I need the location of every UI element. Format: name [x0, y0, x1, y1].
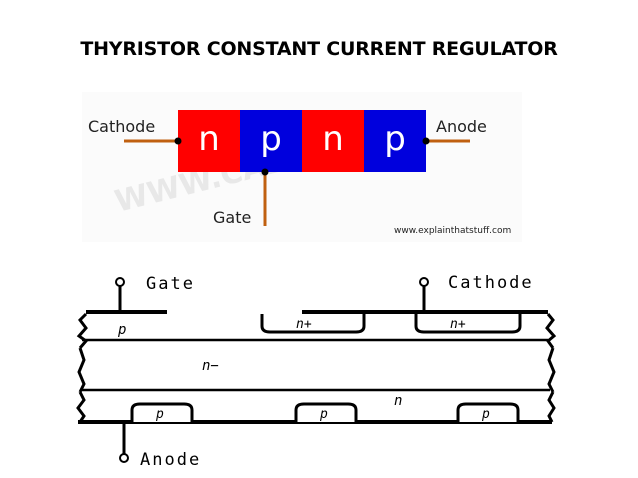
layer-n-2 [302, 110, 364, 172]
layer-p-1 [240, 110, 302, 172]
layer-p-2 [364, 110, 426, 172]
credit-text: www.explainthatstuff.com [394, 226, 511, 236]
anode-label: Anode [436, 117, 487, 136]
p-well-bottom-2 [294, 402, 358, 422]
cathode-label: Cathode [88, 117, 155, 136]
gate-terminal-ring [115, 277, 125, 287]
npnp-diagram: WWW.CAD n p n p Cathode Anode Gate www.e… [82, 92, 522, 242]
n-plus-well-2 [414, 314, 522, 334]
gate-label: Gate [213, 208, 251, 227]
right-edge-middle [547, 347, 556, 393]
left-edge-middle [77, 347, 86, 393]
n-plus-well-1 [260, 314, 366, 334]
p-region-label: p [117, 322, 126, 338]
n-plus-label-2: n+ [450, 317, 466, 332]
gate-terminal-label: Gate [146, 274, 195, 294]
layer-letter-1: n [198, 119, 220, 159]
cathode-dot [174, 137, 182, 145]
layer-letter-3: n [322, 119, 344, 159]
p-bottom-label-3: p [481, 407, 490, 422]
p-bottom-label-2: p [319, 407, 328, 422]
cross-section-labels: Gate Cathode Anode p n+ n+ n− n p p p [117, 273, 534, 470]
cathode-terminal-label: Cathode [448, 273, 534, 293]
left-edge-upper [76, 312, 89, 349]
p-bottom-label-1: p [155, 407, 164, 422]
anode-dot [422, 137, 430, 145]
n-plus-label-1: n+ [296, 317, 312, 332]
n-region-label: n [394, 393, 402, 409]
p-well-bottom-1 [130, 402, 194, 422]
layer-letter-2: p [260, 119, 282, 159]
slide-title: THYRISTOR CONSTANT CURRENT REGULATOR [80, 38, 558, 60]
gate-dot [261, 168, 269, 176]
anode-terminal-ring [119, 453, 129, 463]
anode-terminal-label: Anode [140, 450, 201, 470]
left-edge-lower [76, 391, 86, 423]
layer-n-1 [178, 110, 240, 172]
right-edge-lower [547, 391, 556, 423]
n-minus-label: n− [202, 358, 219, 374]
layer-letter-4: p [384, 119, 406, 159]
cathode-terminal-ring [419, 277, 429, 287]
right-edge-upper [545, 313, 557, 349]
cross-section-diagram [76, 277, 557, 463]
p-well-bottom-3 [456, 402, 520, 422]
